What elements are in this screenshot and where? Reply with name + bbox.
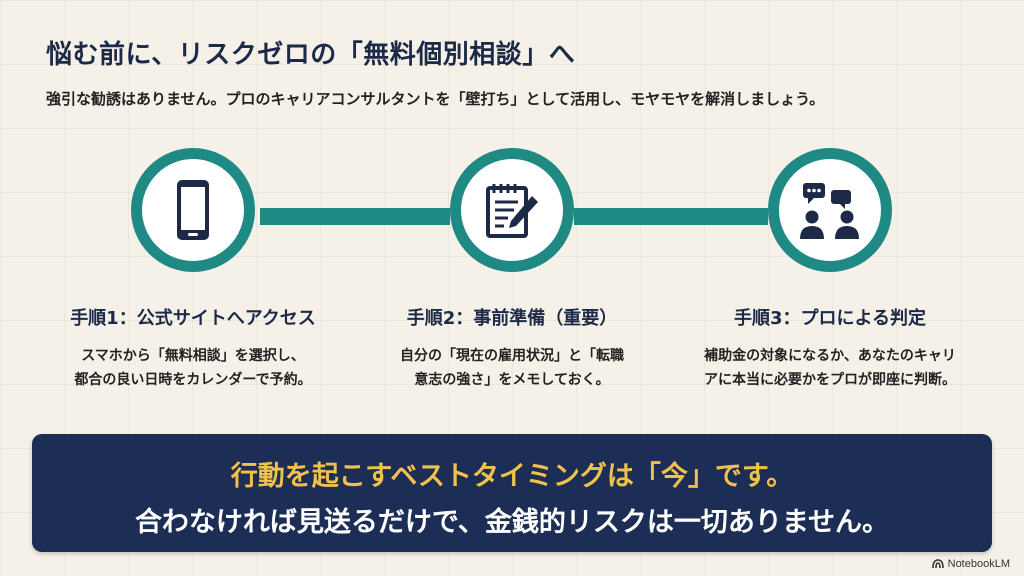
consultation-icon <box>800 183 859 239</box>
notebooklm-logo-icon <box>931 559 944 569</box>
slide-title: 悩む前に、リスクゼロの「無料個別相談」へ <box>46 40 576 70</box>
step-3-title: 手順3：プロによる判定 <box>734 308 926 329</box>
step-1-circle <box>131 148 255 272</box>
banner-subline: 合わなければ見送るだけで、金銭的リスクは一切ありません。 <box>134 507 890 538</box>
step-2-title: 手順2：事前準備（重要） <box>406 308 618 329</box>
step-3-circle <box>768 148 892 272</box>
step-1-desc-line: 都合の良い日時をカレンダーで予約。 <box>74 372 312 388</box>
step-3-desc-line: 補助金の対象になるか、あなたのキャリ <box>704 348 956 364</box>
slide-subtitle: 強引な勧誘はありません。プロのキャリアコンサルタントを「壁打ち」として活用し、モ… <box>46 90 825 108</box>
notebooklm-watermark: NotebookLM <box>931 558 1010 570</box>
step-1-desc-line: スマホから「無料相談」を選択し、 <box>81 348 305 364</box>
step-1-title: 手順1：公式サイトへアクセス <box>70 308 316 329</box>
step-1-description: スマホから「無料相談」を選択し、 都合の良い日時をカレンダーで予約。 <box>33 344 353 392</box>
step-3-desc-line: アに本当に必要かをプロが即座に判断。 <box>704 372 956 388</box>
smartphone-icon <box>177 180 209 240</box>
call-to-action-banner: 行動を起こすベストタイミングは「今」です。 合わなければ見送るだけで、金銭的リス… <box>32 434 992 552</box>
watermark-text: NotebookLM <box>947 558 1010 570</box>
notepad-pencil-icon <box>486 184 538 238</box>
step-3-description: 補助金の対象になるか、あなたのキャリ アに本当に必要かをプロが即座に判断。 <box>670 344 990 392</box>
step-2-circle <box>450 148 574 272</box>
step-2-desc-line: 自分の「現在の雇用状況」と「転職 <box>400 348 624 364</box>
step-connector-1-2 <box>260 208 450 225</box>
banner-headline: 行動を起こすベストタイミングは「今」です。 <box>230 461 794 492</box>
step-connector-2-3 <box>574 208 768 225</box>
step-2-description: 自分の「現在の雇用状況」と「転職 意志の強さ」をメモしておく。 <box>352 344 672 392</box>
step-2-desc-line: 意志の強さ」をメモしておく。 <box>414 372 610 388</box>
